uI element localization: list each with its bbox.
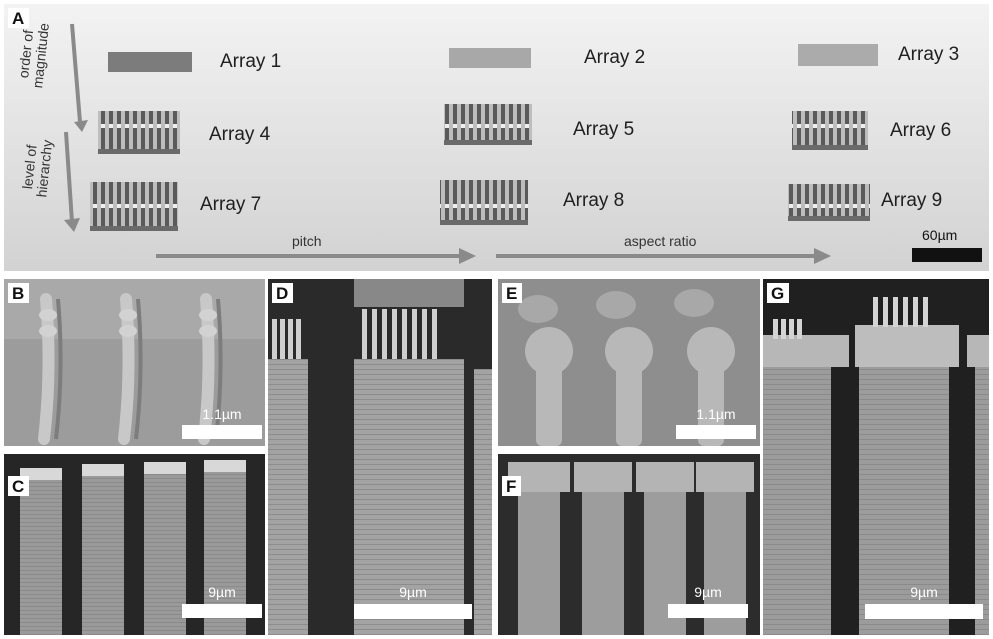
array-4-label: Array 4 <box>209 124 271 145</box>
array-9-label: Array 9 <box>881 190 943 211</box>
axis-aspect-label: aspect ratio <box>624 233 697 249</box>
panel-c-scale-text: 9µm <box>208 584 236 600</box>
panel-d-label: D <box>272 283 294 303</box>
array-9-image <box>788 184 870 221</box>
panel-d-scalebar <box>354 604 472 619</box>
panel-g-label: G <box>767 283 790 303</box>
panel-a-scalebar <box>912 248 982 262</box>
array-1-image <box>108 52 192 72</box>
array-6-label: Array 6 <box>890 120 952 141</box>
array-3-image <box>798 44 878 66</box>
panel-c-label: C <box>8 476 30 496</box>
array-5-label: Array 5 <box>573 119 635 140</box>
panel-d-scale-text: 9µm <box>399 584 427 600</box>
array-7-image <box>90 182 178 231</box>
panel-g: G 9µm <box>763 279 989 635</box>
panel-d: D 9µm <box>268 279 492 635</box>
panel-e-label: E <box>502 283 523 303</box>
aspect-ratio-arrow <box>496 248 831 264</box>
panel-g-scalebar <box>865 604 983 619</box>
panel-a: A Array 1 Array 2 Array 3 Array 4 Array … <box>4 4 989 271</box>
array-4-image <box>98 111 180 154</box>
array-7-label: Array 7 <box>200 194 262 215</box>
panel-b-image <box>4 279 265 446</box>
panel-e-scale-text: 1.1µm <box>696 406 736 422</box>
array-3-label: Array 3 <box>898 44 960 65</box>
order-arrow <box>70 23 88 132</box>
hierarchy-arrow <box>64 131 80 232</box>
panel-e: E 1.1µm <box>498 279 760 446</box>
panel-b-scalebar <box>182 425 262 439</box>
panel-b: B 1.1µm <box>4 279 265 446</box>
array-8-label: Array 8 <box>563 190 625 211</box>
array-8-image <box>440 180 528 225</box>
pitch-arrow <box>156 248 476 264</box>
panel-f: F 9µm <box>498 454 760 635</box>
array-2-image <box>449 48 531 68</box>
array-1-label: Array 1 <box>220 51 282 72</box>
panel-c-scalebar <box>182 604 262 618</box>
panel-e-image <box>498 279 760 446</box>
panel-f-scalebar <box>668 604 748 618</box>
panel-d-image <box>268 279 492 635</box>
panel-f-scale-text: 9µm <box>694 584 722 600</box>
array-2-label: Array 2 <box>584 47 646 68</box>
panel-a-image <box>4 4 989 271</box>
panel-g-scale-text: 9µm <box>910 584 938 600</box>
array-6-image <box>792 111 868 150</box>
panel-b-scale-text: 1.1µm <box>202 406 242 422</box>
axis-pitch-label: pitch <box>292 233 322 249</box>
array-5-image <box>444 104 532 145</box>
panel-b-label: B <box>8 283 30 303</box>
panel-e-scalebar <box>676 425 756 439</box>
panel-g-image <box>763 279 989 635</box>
panel-c: C 9µm <box>4 454 265 635</box>
panel-a-label: A <box>8 8 30 28</box>
panel-a-scale-text: 60µm <box>922 227 958 243</box>
panel-f-label: F <box>502 476 522 496</box>
